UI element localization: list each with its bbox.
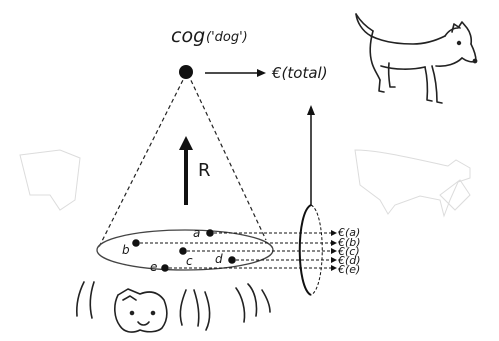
ghost-dog-left [20, 150, 80, 210]
point-label-b: b [122, 243, 130, 257]
point-a-dot [206, 229, 214, 237]
point-d-dot [228, 256, 236, 264]
fragment-lines-middle [180, 290, 186, 325]
dog-face-outline [115, 289, 167, 332]
aggregator-ellipse-front [300, 205, 311, 295]
cog-word: cog [171, 25, 205, 47]
aggregator-ellipse-back [311, 205, 322, 295]
point-label-e: e [150, 260, 157, 274]
point-label-a: a [193, 226, 200, 240]
arrowhead-d [331, 257, 337, 263]
arrowhead-a [331, 230, 337, 236]
r-arrow-head [179, 136, 193, 150]
fragment-leg-right [236, 288, 245, 322]
arrowhead-c [331, 248, 337, 254]
cog-node [179, 65, 193, 79]
ghost-dog-right [355, 150, 470, 216]
aggregator-up-arrowhead [307, 105, 315, 115]
arrowhead-b [331, 240, 337, 246]
point-b-dot [132, 239, 140, 247]
arrowhead-e [331, 265, 337, 271]
point-e-dot [161, 264, 169, 272]
r-label: R [198, 160, 211, 181]
ghost-mark [440, 180, 470, 210]
point-label-c: c [186, 254, 193, 268]
fragment-leg-left [77, 282, 84, 316]
output-label-e: €(e) [338, 263, 360, 276]
node-to-total-arrowhead [257, 69, 266, 77]
bottom-dog-fragments [77, 282, 270, 332]
dog-drawing [356, 14, 477, 103]
total-label: €(total) [272, 64, 328, 82]
cog-gloss: ('dog') [206, 30, 248, 45]
cone-left-edge [98, 74, 186, 249]
point-label-d: d [215, 252, 223, 266]
cone-right-edge [188, 74, 266, 240]
